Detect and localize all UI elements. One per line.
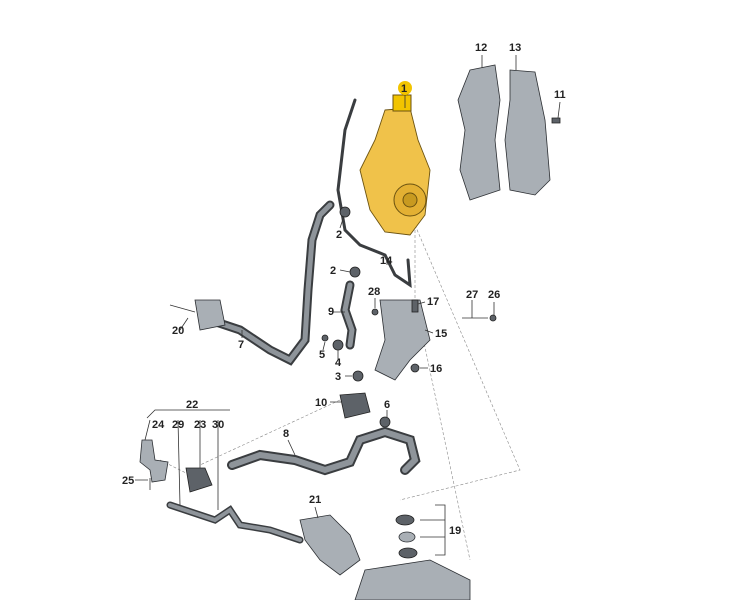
hose-9-highlight	[342, 282, 355, 348]
label-28: 28	[368, 286, 380, 298]
label-29: 29	[172, 419, 184, 431]
label-24: 24	[152, 419, 165, 431]
label-22: 22	[186, 399, 198, 411]
label-21: 21	[309, 494, 321, 506]
clamp-6	[379, 416, 391, 428]
label-14: 14	[380, 255, 393, 267]
label-8: 8	[283, 428, 289, 440]
label-3: 3	[335, 371, 341, 383]
label-27: 27	[466, 289, 478, 301]
seal-19b	[398, 531, 416, 543]
clamp-3	[352, 370, 364, 382]
label-2b: 2	[330, 265, 336, 277]
label-23: 23	[194, 419, 206, 431]
label-12: 12	[475, 42, 487, 54]
label-17: 17	[427, 296, 439, 308]
leader-lines	[135, 55, 561, 556]
hose-29-highlight	[168, 503, 302, 542]
label-20: 20	[172, 325, 184, 337]
heat-shield-12	[457, 64, 501, 201]
hose-7	[205, 200, 335, 366]
label-26: 26	[488, 289, 500, 301]
heat-shield-13	[504, 69, 551, 196]
clamp-19c	[398, 547, 418, 559]
clamp-19a	[395, 514, 415, 526]
bolt-5	[321, 334, 329, 342]
bracket-24	[139, 439, 169, 483]
label-7: 7	[238, 339, 244, 351]
bracket-15	[374, 299, 431, 381]
hose-8-highlight	[229, 428, 419, 474]
clamp-2a	[339, 206, 351, 218]
label-11: 11	[554, 89, 566, 101]
label-16: 16	[430, 363, 442, 375]
hose-8	[227, 426, 421, 476]
label-30: 30	[212, 419, 224, 431]
pump-10	[339, 392, 371, 419]
assembly-guide-lines	[159, 224, 521, 561]
connector-20	[194, 299, 226, 331]
connector-21	[299, 514, 361, 576]
label-19: 19	[449, 525, 461, 537]
clamp-2b	[349, 266, 361, 278]
valve-23	[185, 467, 213, 493]
label-15: 15	[435, 328, 447, 340]
grommet-4	[332, 339, 344, 351]
nut-28	[371, 308, 379, 316]
label-6: 6	[384, 399, 390, 411]
label-9: 9	[328, 306, 334, 318]
main-component-1	[359, 94, 431, 236]
label-13: 13	[509, 42, 521, 54]
pin-20	[169, 304, 196, 313]
label-5: 5	[319, 349, 325, 361]
label-1-highlight	[398, 81, 412, 95]
label-25: 25	[122, 475, 134, 487]
hose-7-highlight	[207, 202, 333, 364]
nut-16	[410, 363, 420, 373]
label-2a: 2	[336, 229, 342, 241]
sensor-17	[411, 299, 419, 313]
label-4: 4	[335, 357, 342, 369]
intercooler	[354, 559, 471, 600]
label-1: 1	[401, 83, 407, 95]
nut-26	[489, 314, 497, 322]
pipe-14	[336, 98, 412, 288]
label-10: 10	[315, 397, 327, 409]
bolt-11	[551, 117, 561, 124]
